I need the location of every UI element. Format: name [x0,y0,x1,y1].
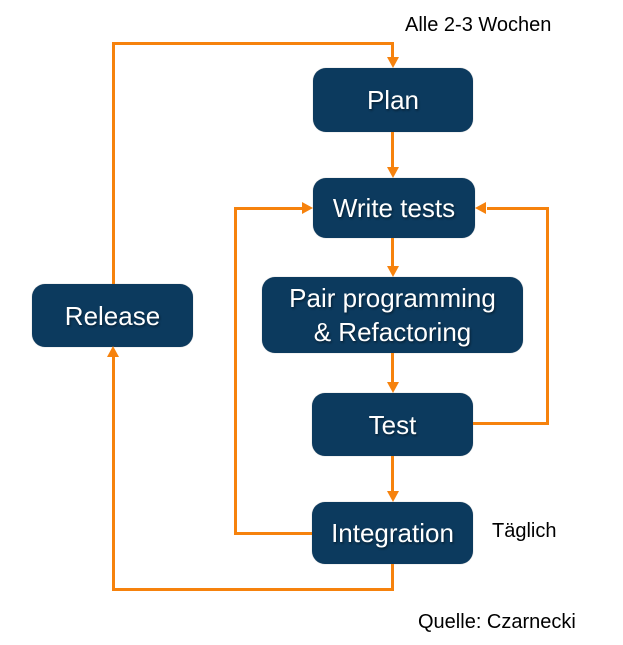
line-segment [391,41,394,58]
node-release: Release [32,284,193,347]
line-segment [111,357,115,591]
line-segment [233,206,237,535]
node-plan: Plan [313,68,473,132]
node-pair-programming: Pair programming & Refactoring [262,277,523,353]
arrowhead-up-icon [107,346,119,357]
arrowhead-right-icon [302,202,313,214]
node-write-tests: Write tests [313,178,475,238]
line-segment [391,456,394,492]
node-integration-label: Integration [331,518,454,548]
arrowhead-down-icon [386,167,399,178]
node-integration: Integration [312,502,473,564]
node-test-label: Test [368,409,417,440]
arrowhead-down-icon [386,57,399,68]
line-segment [111,587,394,591]
arrowhead-down-icon [386,382,399,393]
line-segment [233,531,312,535]
cycle-frequency-label: Alle 2-3 Wochen [405,14,552,36]
arrowhead-down-icon [386,266,399,277]
node-pair-programming-label-line2: & Refactoring [313,317,472,347]
node-release-label: Release [64,300,161,331]
node-pair-programming-label-line1: Pair programming [289,283,496,313]
line-segment [391,564,394,591]
arrowhead-left-icon [475,202,486,214]
node-test: Test [312,393,473,456]
source-credit-label: Quelle: Czarnecki [418,611,576,633]
line-segment [111,41,115,284]
line-segment [391,238,394,267]
line-segment [473,421,549,425]
line-segment [546,206,549,425]
arrowhead-down-icon [386,491,399,502]
line-segment [487,206,549,210]
node-write-tests-label: Write tests [332,193,456,223]
line-segment [233,206,302,210]
line-segment [391,353,394,383]
line-segment [111,41,394,45]
daily-frequency-label: Täglich [492,520,557,542]
line-segment [391,132,394,168]
node-plan-label: Plan [366,85,420,115]
